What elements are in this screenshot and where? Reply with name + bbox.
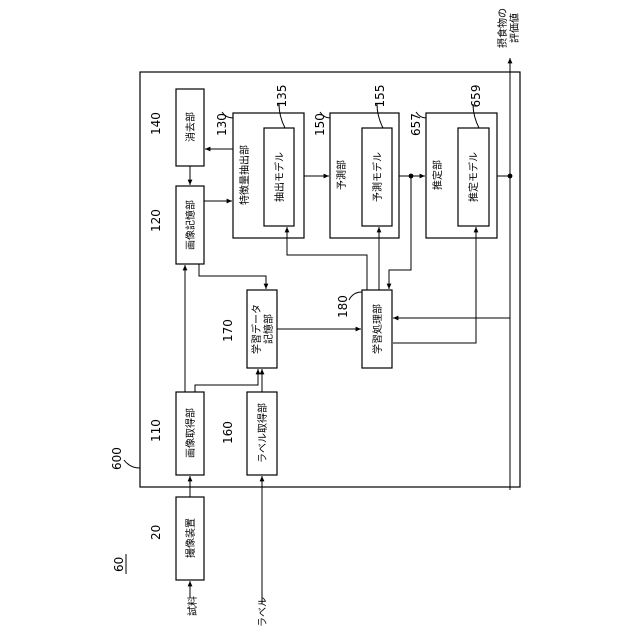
- feature-extraction-label: 特徴量抽出部: [238, 145, 251, 205]
- estimation-model-number: 659: [469, 85, 483, 108]
- learning-processing-number: 180: [336, 295, 350, 318]
- image-storage-number: 120: [149, 209, 163, 232]
- extraction-model-label: 抽出モデル: [273, 152, 286, 202]
- image-capture-number: 20: [149, 525, 163, 540]
- figure-ref: 60: [112, 557, 126, 572]
- output-label-line2: 評価値: [508, 13, 521, 43]
- image-capture-label: 撮像装置: [184, 518, 197, 558]
- sample-input-label: 試料: [186, 596, 199, 616]
- label-acquisition-label: ラベル取得部: [256, 403, 269, 463]
- learning-processing-leader: [349, 292, 362, 300]
- image-storage-label: 画像記憶部: [184, 200, 197, 250]
- acquisition-to-learning-data-arrow: [195, 369, 258, 392]
- label-acquisition-number: 160: [221, 421, 235, 444]
- learning-data-storage-number: 170: [221, 319, 235, 342]
- learning-data-storage-label-line1: 学習データ: [250, 304, 263, 354]
- storage-to-learning-data-arrow: [199, 264, 266, 289]
- learning-processing-label: 学習処理部: [371, 304, 384, 354]
- estimation-label: 推定部: [431, 160, 444, 190]
- extraction-model-number: 135: [275, 85, 289, 108]
- estimation-model-label: 推定モデル: [467, 152, 480, 202]
- output-label-line1: 摂食物の: [496, 8, 509, 48]
- system-number: 600: [110, 447, 124, 470]
- erasing-number: 140: [149, 112, 163, 135]
- label-input-label: ラベル: [257, 597, 269, 627]
- prediction-model-label: 予測モデル: [371, 152, 384, 202]
- prediction-model-number: 155: [373, 85, 387, 108]
- image-acquisition-label: 画像取得部: [184, 408, 197, 458]
- system-number-leader: [124, 460, 140, 468]
- learning-to-estimation-model-arrow: [393, 227, 476, 343]
- image-acquisition-number: 110: [149, 419, 163, 442]
- learning-data-storage-label-line2: 記憶部: [262, 314, 275, 344]
- erasing-label: 消去部: [184, 112, 197, 142]
- prediction-label: 予測部: [335, 160, 348, 190]
